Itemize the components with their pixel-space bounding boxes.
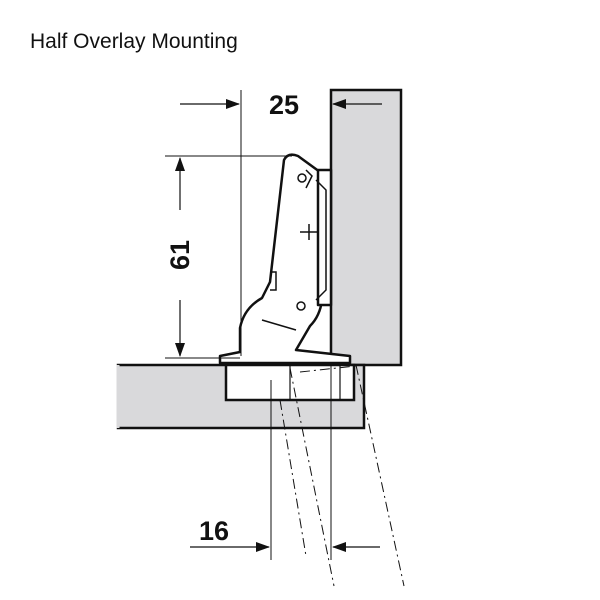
hinge-arm: [218, 153, 352, 365]
dim-label-bottom: 16: [199, 516, 229, 546]
diagram-title: Half Overlay Mounting: [30, 30, 238, 53]
dim-label-height: 61: [165, 240, 195, 270]
side-panel: [329, 88, 403, 367]
dim-label-top: 25: [269, 90, 299, 120]
